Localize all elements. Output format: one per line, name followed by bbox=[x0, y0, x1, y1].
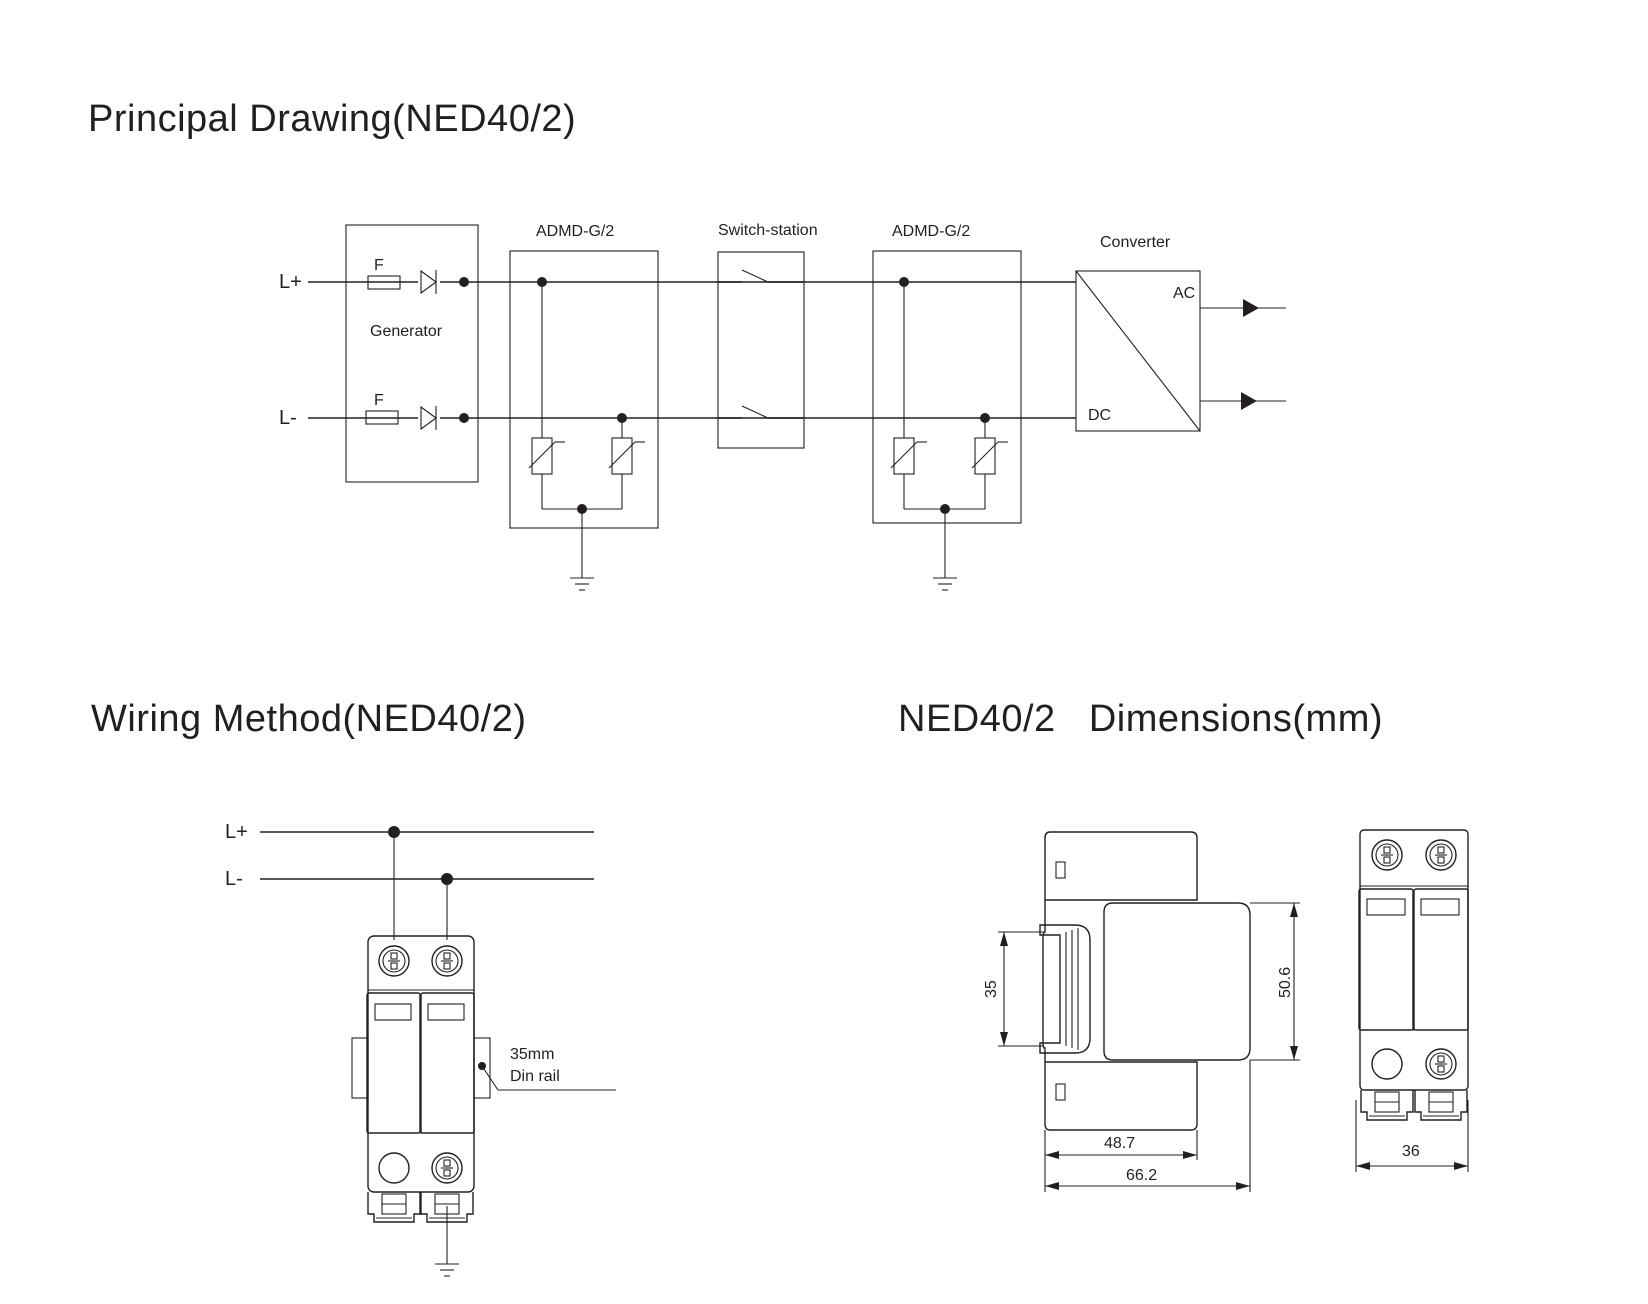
switch-station-label: Switch-station bbox=[718, 222, 818, 239]
switch-station-block: Switch-station bbox=[717, 222, 818, 449]
dim-depth-total: 66.2 bbox=[1126, 1167, 1157, 1184]
terminal-screw-icon bbox=[378, 945, 410, 977]
dc-label: DC bbox=[1088, 407, 1111, 424]
side-view-drawing: 35 50.6 48.7 66.2 bbox=[983, 831, 1300, 1192]
ground-icon bbox=[569, 577, 595, 591]
principal-drawing-title: Principal Drawing(NED40/2) bbox=[88, 98, 577, 140]
indicator-circle bbox=[378, 1152, 410, 1184]
varistor-icon bbox=[971, 437, 1009, 475]
spd-left-label: ADMD-G/2 bbox=[536, 223, 614, 240]
status-window bbox=[374, 1003, 412, 1021]
din-rail-label-line2: Din rail bbox=[510, 1068, 560, 1085]
wiring-l-plus-label: L+ bbox=[225, 821, 248, 843]
ground-icon bbox=[932, 577, 958, 591]
spd-right-label: ADMD-G/2 bbox=[892, 223, 970, 240]
fuse-top bbox=[367, 275, 401, 290]
dim-width: 36 bbox=[1402, 1143, 1420, 1160]
clamp-icon bbox=[367, 1191, 421, 1223]
din-rail-left bbox=[351, 1037, 369, 1099]
spd-right-block: ADMD-G/2 bbox=[872, 223, 1022, 591]
wiring-method-drawing: L+ L- 35mm D bbox=[225, 821, 616, 1277]
terminal-screw-icon bbox=[1425, 1048, 1457, 1080]
varistor-icon bbox=[890, 437, 928, 475]
status-window bbox=[427, 1003, 465, 1021]
terminal-screw-icon bbox=[431, 945, 463, 977]
varistor-icon bbox=[528, 437, 566, 475]
fuse-label-top: F bbox=[374, 257, 384, 274]
dim-height-rail: 35 bbox=[983, 980, 1000, 998]
fuse-bottom bbox=[365, 410, 399, 425]
status-window bbox=[1420, 898, 1460, 916]
side-body bbox=[1103, 902, 1251, 1061]
l-plus-label: L+ bbox=[279, 271, 302, 293]
dimensions-title: NED40/2 Dimensions(mm) bbox=[898, 698, 1383, 740]
din-rail-label-line1: 35mm bbox=[510, 1046, 554, 1063]
arrow-icon bbox=[1243, 299, 1259, 317]
fuse-label-bottom: F bbox=[374, 392, 384, 409]
side-slot bbox=[1055, 861, 1066, 879]
wiring-l-minus-label: L- bbox=[225, 868, 243, 890]
converter-label: Converter bbox=[1100, 234, 1171, 251]
indicator-circle bbox=[1371, 1048, 1403, 1080]
principal-drawing: L+ L- F Generator F bbox=[279, 222, 1286, 591]
din-rail-right bbox=[473, 1037, 491, 1099]
front-view-drawing: 36 bbox=[1355, 829, 1469, 1172]
arrow-icon bbox=[1241, 392, 1257, 410]
l-minus-label: L- bbox=[279, 407, 297, 429]
spd-module-front bbox=[351, 935, 491, 1277]
dim-height-body: 50.6 bbox=[1277, 967, 1294, 998]
ground-icon bbox=[434, 1263, 460, 1277]
diode-top bbox=[418, 269, 440, 295]
wiring-method-title: Wiring Method(NED40/2) bbox=[91, 698, 527, 740]
terminal-screw-icon bbox=[1371, 839, 1403, 871]
dim-depth-front: 48.7 bbox=[1104, 1135, 1135, 1152]
ac-label: AC bbox=[1173, 285, 1195, 302]
diode-bottom bbox=[418, 405, 440, 431]
generator-block: F Generator F bbox=[345, 224, 479, 483]
clamp-icon bbox=[1414, 1089, 1468, 1121]
varistor-icon bbox=[608, 437, 646, 475]
spd-left-block: ADMD-G/2 bbox=[509, 223, 659, 591]
switch-contact-top bbox=[741, 269, 769, 283]
converter-block: Converter AC DC bbox=[1075, 234, 1286, 432]
switch-contact-bottom bbox=[741, 405, 769, 419]
clamp-icon bbox=[1360, 1089, 1414, 1121]
terminal-screw-icon bbox=[1425, 839, 1457, 871]
side-slot bbox=[1055, 1083, 1066, 1101]
status-window bbox=[1366, 898, 1406, 916]
generator-label: Generator bbox=[370, 323, 443, 340]
terminal-screw-icon bbox=[431, 1152, 463, 1184]
